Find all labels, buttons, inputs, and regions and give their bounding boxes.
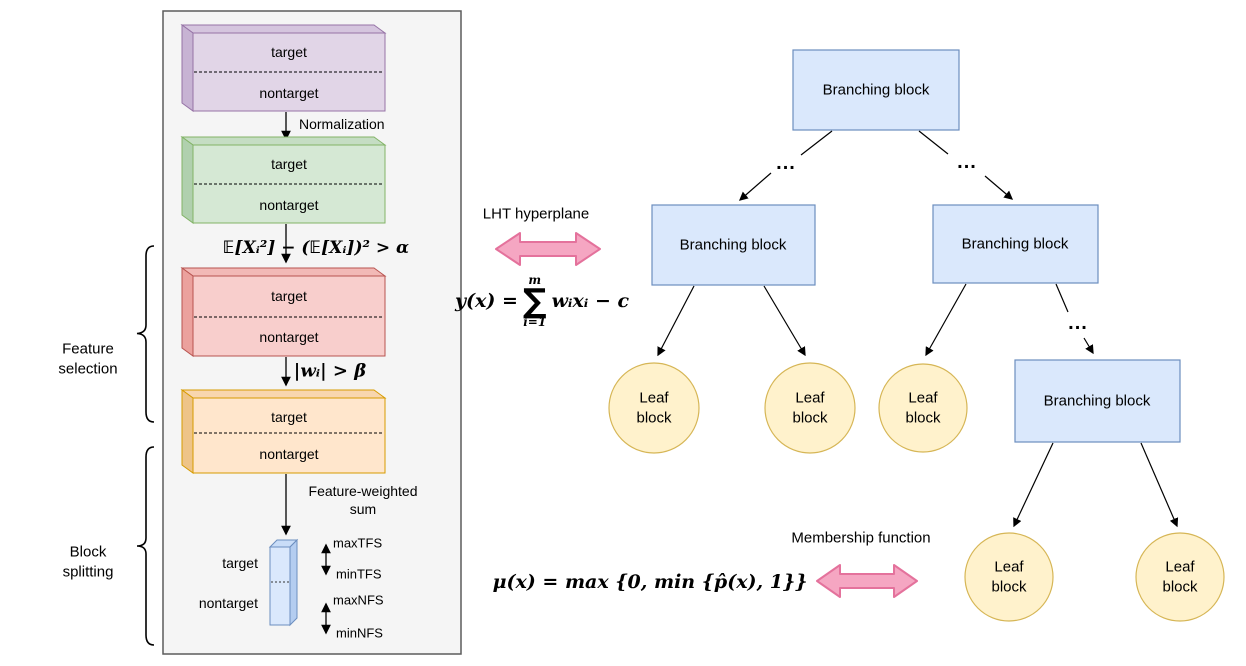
weight-filtered-block (180, 389, 387, 474)
branching-deep-label: Branching block (1043, 392, 1151, 410)
normalized-block-target-label: target (271, 155, 307, 172)
weight-block-top-face (180, 389, 387, 399)
variance-rule-equation: 𝔼[Xᵢ²] − (𝔼[Xᵢ])² > α (222, 238, 410, 258)
feature-selection-brace (136, 245, 155, 423)
edge-root-right-upper (918, 130, 949, 155)
score-column (268, 538, 299, 627)
lht-sum-lower: i=1 (523, 314, 547, 329)
block-splitting-label: Block splitting (62, 543, 114, 581)
variance-block-top-face (180, 267, 387, 277)
normalized-block (180, 136, 387, 224)
weight-rule-equation: |wᵢ| > β (293, 360, 367, 382)
variance-filtered-block (180, 267, 387, 357)
leaf-1-label: Leaf block (636, 389, 672, 427)
normalized-block-top-face (180, 136, 387, 146)
ellipsis-right: ... (957, 151, 977, 173)
ellipsis-left: ... (776, 152, 796, 174)
leaf-5-label: Leaf block (1162, 558, 1198, 596)
min-tfs-label: minTFS (336, 566, 382, 582)
lht-sum: m ∑ i=1 (523, 274, 547, 328)
input-block-side-face (181, 24, 194, 112)
membership-function-label: Membership function (791, 529, 931, 547)
input-block-nontarget-label: nontarget (259, 84, 319, 101)
min-nfs-label: minNFS (336, 625, 383, 641)
edge-deep-to-leaf5 (1140, 442, 1179, 528)
lht-equation-lhs: y(x) = (455, 290, 518, 312)
variance-block-nontarget-label: nontarget (259, 328, 319, 345)
branching-root-label: Branching block (822, 81, 930, 99)
branching-block-deep (1014, 359, 1181, 443)
lht-equation-rhs: wᵢxᵢ − c (551, 290, 630, 312)
leaf-4-label: Leaf block (991, 558, 1027, 596)
normalization-label: Normalization (299, 115, 385, 132)
input-block-target-label: target (271, 43, 307, 60)
weight-block-target-label: target (271, 408, 307, 425)
edge-right-to-leaf3 (925, 283, 967, 357)
leaf-block-5 (1135, 532, 1225, 622)
branching-left-label: Branching block (679, 236, 787, 254)
lht-sum-upper: m (528, 273, 542, 288)
max-tfs-label: maxTFS (333, 535, 383, 551)
ellipsis-deep: ... (1068, 312, 1088, 334)
edge-root-left-upper (800, 130, 833, 156)
weight-block-side-face (181, 389, 194, 474)
weight-block-nontarget-label: nontarget (259, 445, 319, 462)
leaf-block-2 (764, 362, 856, 454)
score-column-front-face (269, 546, 291, 626)
edge-root-right-lower (984, 175, 1014, 200)
lht-equivalence-arrow (495, 232, 601, 266)
leaf-block-3 (878, 363, 968, 453)
feature-weighted-sum-label: Feature-weighted sum (308, 482, 418, 517)
variance-block-front-face (192, 275, 386, 357)
edge-right-to-deep-upper (1055, 283, 1069, 313)
input-block (180, 24, 387, 112)
max-nfs-label: maxNFS (333, 592, 384, 608)
leaf-2-label: Leaf block (792, 389, 828, 427)
input-block-top-face (180, 24, 387, 34)
variance-block-side-face (181, 267, 194, 357)
membership-equation: μ(x) = max {0, min {p̂(x), 1}} (492, 571, 808, 593)
leaf-block-4 (964, 532, 1054, 622)
score-column-nontarget-label: nontarget (198, 594, 258, 611)
edge-left-to-leaf2 (763, 285, 806, 357)
weight-block-front-face (192, 397, 386, 474)
lht-hyperplane-label: LHT hyperplane (482, 205, 590, 223)
leaf-block-1 (608, 362, 700, 454)
sigma-symbol: ∑ (522, 281, 547, 321)
edge-deep-to-leaf4 (1013, 442, 1054, 528)
edge-left-to-leaf1 (657, 285, 695, 357)
branching-right-label: Branching block (961, 235, 1069, 253)
lht-equation: y(x) = m ∑ i=1 wᵢxᵢ − c (455, 274, 629, 328)
membership-equivalence-arrow (816, 564, 918, 598)
leaf-3-label: Leaf block (905, 389, 941, 427)
branching-block-right (932, 204, 1099, 284)
normalized-block-nontarget-label: nontarget (259, 196, 319, 213)
score-column-target-label: target (222, 554, 258, 571)
variance-block-target-label: target (271, 287, 307, 304)
score-column-side-face (289, 538, 298, 627)
block-splitting-brace (136, 446, 155, 646)
edge-root-left-lower (738, 172, 772, 201)
normalized-block-side-face (181, 136, 194, 224)
branching-block-root (792, 49, 960, 131)
branching-block-left (651, 204, 816, 286)
feature-selection-label: Feature selection (58, 340, 118, 378)
edge-right-to-deep-lower (1083, 337, 1094, 355)
